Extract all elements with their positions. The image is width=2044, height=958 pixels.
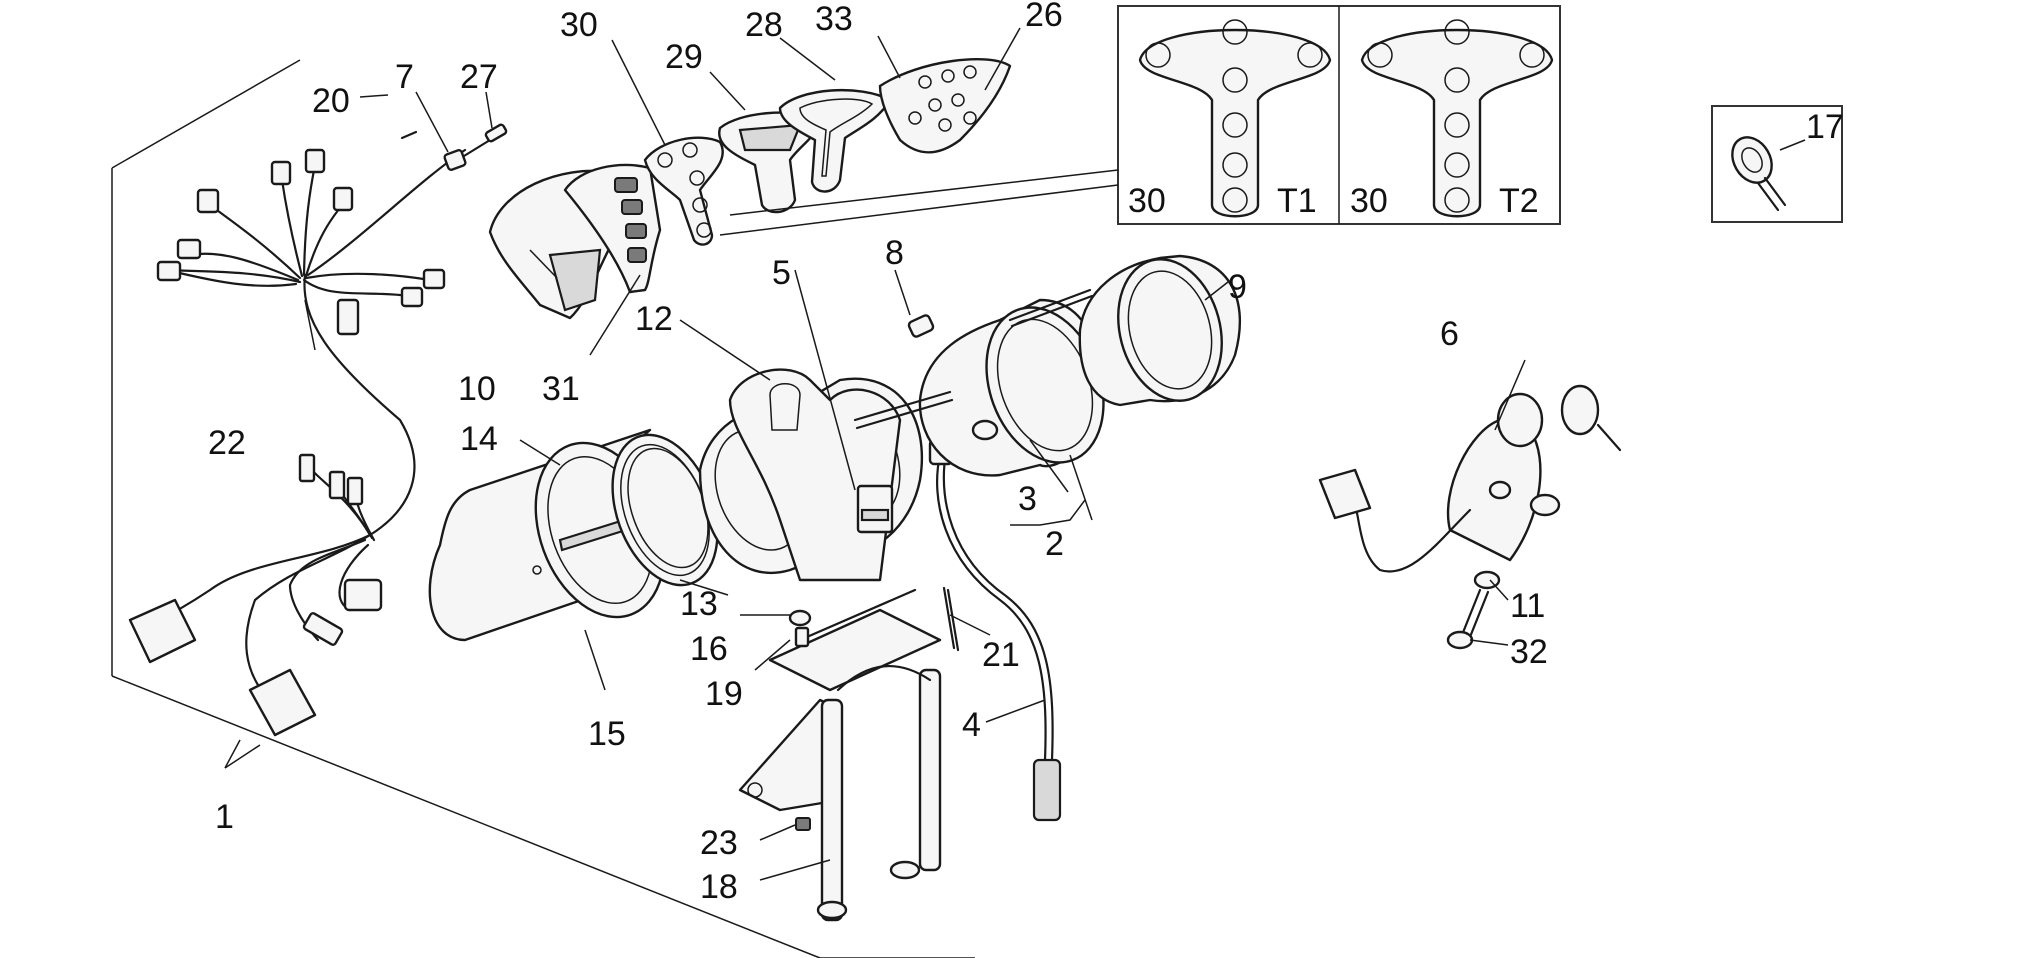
gauge-small — [918, 298, 1105, 477]
callout-17: 17 — [1806, 108, 1844, 146]
callout-labels: 20 7 27 30 29 28 33 26 17 9 8 5 10 31 12… — [208, 0, 1844, 906]
callout-16: 16 — [690, 630, 728, 668]
inset-t2-part-number: 30 — [1350, 182, 1388, 220]
connector-part-8 — [853, 288, 1094, 430]
callout-10: 10 — [458, 370, 496, 408]
callout-8: 8 — [885, 234, 904, 272]
inset-t1-part-number: 30 — [1128, 182, 1166, 220]
mounting-bracket — [768, 586, 960, 692]
callout-12: 12 — [635, 300, 673, 338]
inset-t1-variant-label: T1 — [1277, 182, 1317, 220]
inset-t2-plate — [1360, 19, 1554, 218]
callout-13: 13 — [680, 585, 718, 623]
callout-5: 5 — [772, 254, 791, 292]
callout-26: 26 — [1025, 0, 1063, 34]
speedometer-cable — [928, 438, 1062, 822]
wiring-harness — [128, 148, 467, 737]
callout-1: 1 — [215, 798, 234, 836]
callout-32: 32 — [1510, 633, 1548, 671]
small-fasteners-top — [400, 123, 508, 171]
inset-panel: 30 T1 30 T2 — [719, 5, 1561, 236]
support-bracket — [738, 664, 942, 922]
callout-27: 27 — [460, 58, 498, 96]
callout-33: 33 — [815, 0, 853, 38]
callout-11: 11 — [1510, 587, 1545, 625]
callout-23: 23 — [700, 824, 738, 862]
relay — [856, 484, 894, 534]
callout-19: 19 — [705, 675, 743, 713]
assembly-outline — [111, 59, 975, 958]
callout-28: 28 — [745, 6, 783, 44]
dash-panel-pieces — [488, 57, 1012, 320]
callout-22: 22 — [208, 424, 246, 462]
callout-9: 9 — [1228, 268, 1247, 306]
leader-lines — [224, 27, 1806, 881]
gauge-large — [1078, 254, 1242, 407]
callout-4: 4 — [962, 706, 981, 744]
callout-14: 14 — [460, 420, 498, 458]
inset-t2-variant-label: T2 — [1499, 182, 1539, 220]
callout-2: 2 — [1045, 525, 1064, 563]
inset-t1-plate — [1138, 19, 1332, 218]
callout-18: 18 — [700, 868, 738, 906]
callout-7: 7 — [395, 58, 414, 96]
callout-31: 31 — [542, 370, 580, 408]
callout-6: 6 — [1440, 315, 1459, 353]
callout-20: 20 — [312, 82, 350, 120]
key-inset — [1711, 105, 1843, 223]
callout-21: 21 — [982, 636, 1020, 674]
callout-3: 3 — [1018, 480, 1037, 518]
callout-15: 15 — [588, 715, 626, 753]
ignition-switch — [1318, 384, 1622, 650]
callout-29: 29 — [665, 38, 703, 76]
callout-30: 30 — [560, 6, 598, 44]
